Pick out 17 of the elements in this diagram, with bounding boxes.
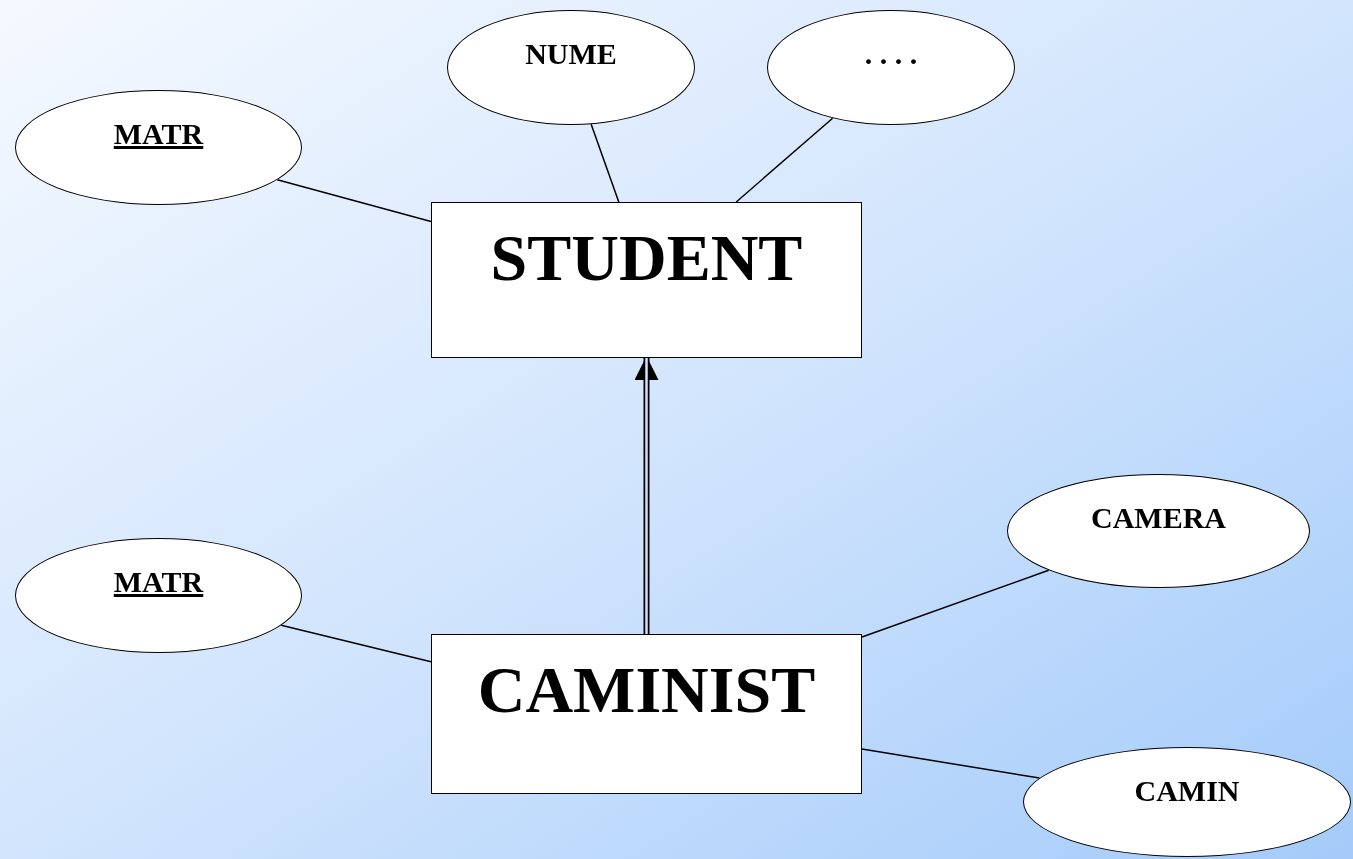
entity-box xyxy=(431,202,862,358)
attribute-name: MATR xyxy=(113,119,204,149)
connector-line xyxy=(861,748,1041,779)
entity-name: STUDENT xyxy=(490,225,803,291)
attribute-name: CAMIN xyxy=(1134,776,1240,806)
entity-box xyxy=(431,634,862,794)
attribute-name: . . . . xyxy=(864,39,918,69)
connector-line xyxy=(735,117,834,203)
attribute-name: MATR xyxy=(113,567,204,597)
attribute-name: NUME xyxy=(525,39,617,69)
attribute-name: CAMERA xyxy=(1091,503,1226,533)
arrow xyxy=(634,356,659,634)
connector-line xyxy=(861,569,1050,638)
connector-line xyxy=(590,123,620,203)
entity-name: CAMINIST xyxy=(477,657,816,723)
connector-line xyxy=(276,179,432,223)
connector-line xyxy=(280,624,432,663)
